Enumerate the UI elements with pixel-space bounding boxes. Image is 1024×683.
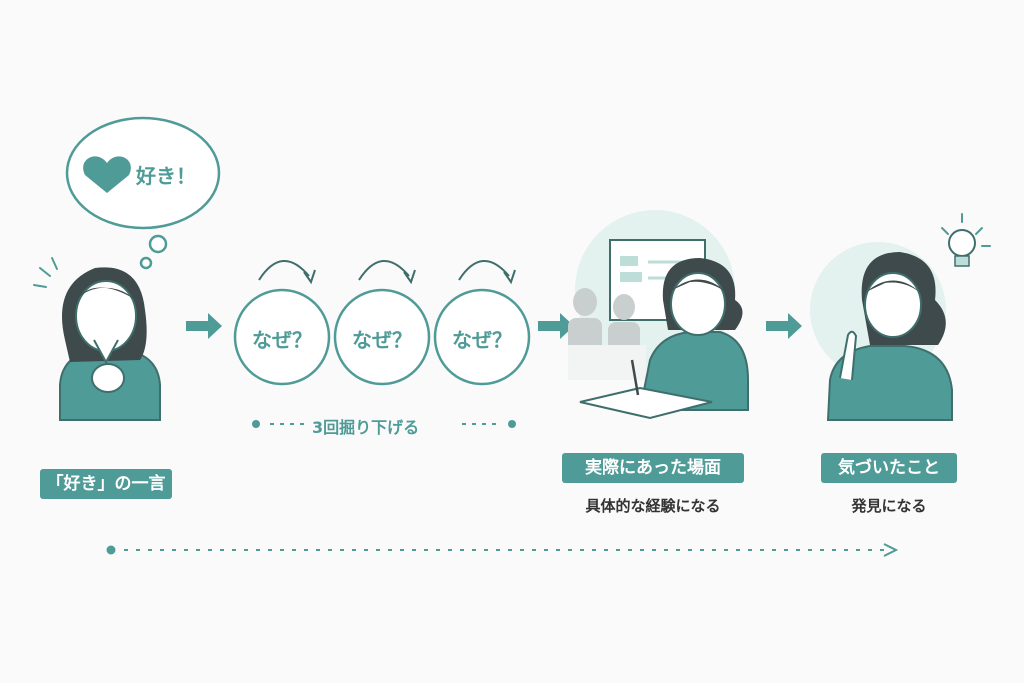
bubble-text: 好き！ — [136, 164, 196, 188]
dig-dot — [508, 420, 516, 428]
dig-label: 3回掘り下げる — [312, 418, 420, 437]
thought-bubble — [65, 116, 221, 270]
why-circle — [433, 259, 531, 386]
flow-arrow — [538, 313, 574, 339]
step-label-like: 「好き」の一言 — [40, 469, 172, 499]
why-label: なぜ？ — [252, 328, 312, 352]
step-label-discovery: 気づいたこと — [821, 453, 957, 483]
student-writing-illustration — [568, 210, 749, 420]
dig-dot — [252, 420, 260, 428]
step-label-scene: 実際にあった場面 — [562, 453, 744, 483]
step-caption-discovery: 発見になる — [851, 497, 927, 515]
why-circle — [333, 259, 431, 386]
lightbulb-icon — [948, 229, 976, 257]
why-label: なぜ？ — [352, 328, 412, 352]
student-clasping-hands-illustration — [33, 257, 161, 421]
why-label: なぜ？ — [452, 328, 512, 352]
flow-arrow — [186, 313, 222, 339]
student-idea-illustration — [810, 213, 991, 421]
heart-icon — [83, 156, 131, 193]
flow-arrow — [766, 313, 802, 339]
why-circle — [233, 259, 331, 386]
timeline — [106, 543, 899, 557]
step-caption-scene: 具体的な経験になる — [585, 497, 721, 515]
